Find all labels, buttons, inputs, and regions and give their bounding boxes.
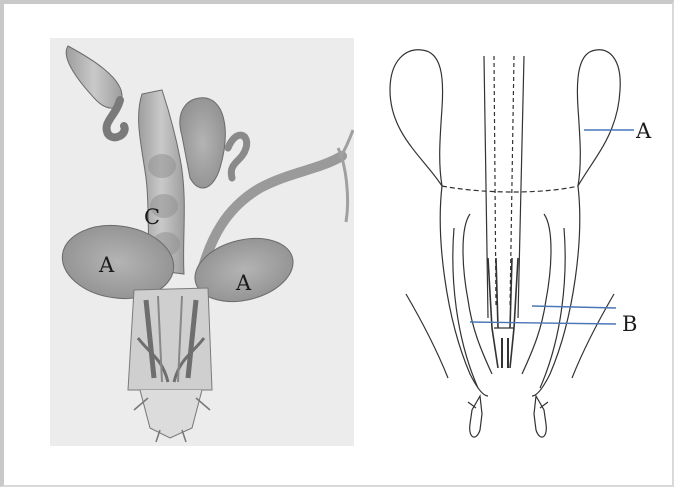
dashed-band: [442, 186, 578, 192]
upper-bulb: [66, 46, 122, 108]
right-outer-lobe: [577, 50, 620, 186]
left-illustration-svg: C A A: [50, 38, 354, 446]
tip: [140, 390, 202, 438]
label-b: B: [622, 312, 637, 336]
right-appendage: [534, 396, 546, 437]
label-a-right: A: [235, 271, 252, 295]
left-spike: [406, 294, 448, 378]
left-appendage: [470, 396, 482, 437]
label-c: C: [144, 205, 160, 229]
left-outer-lobe: [390, 50, 443, 186]
upper-right-bulb: [180, 98, 225, 188]
label-a-right-figure: A: [635, 119, 652, 143]
duct-loop: [228, 135, 247, 178]
label-a-left: A: [98, 253, 115, 277]
inner-right-fold: [522, 214, 551, 374]
right-drawing-svg: A B: [384, 38, 674, 448]
central-shaft-left: [484, 56, 488, 318]
left-anatomical-illustration: C A A: [50, 38, 354, 446]
central-shaft-right: [518, 56, 524, 318]
right-line-drawing: A B: [384, 38, 674, 448]
